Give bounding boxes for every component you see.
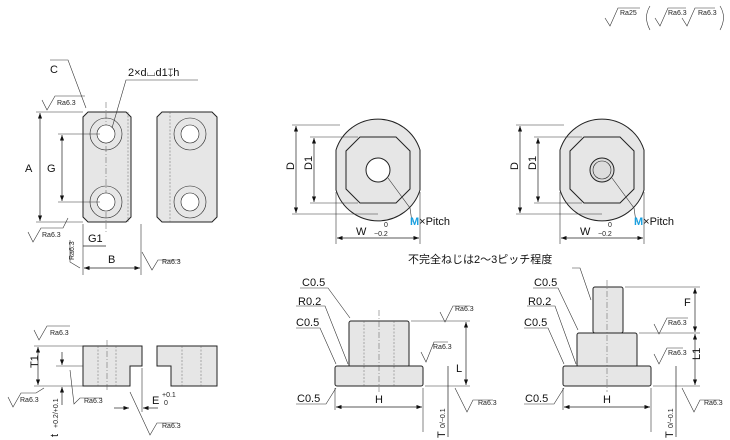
dim-W-tol-upper: 0	[384, 222, 388, 229]
roughness-mark: Ra6.3	[162, 259, 181, 266]
dim-D: D	[285, 162, 297, 170]
dim-E-tol-lower: 0	[164, 400, 168, 407]
thread-M: M	[634, 216, 643, 228]
chamfer-label: C0.5	[534, 277, 557, 289]
dim-G: G	[47, 163, 56, 175]
roughness-mark: Ra6.3	[433, 344, 452, 351]
dim-W: W	[356, 226, 367, 238]
dim-W-tol-lower: −0.2	[374, 231, 388, 238]
incomplete-thread-note: 不完全ねじは2～3ピッチ程度	[408, 252, 552, 266]
chamfer-C: C	[50, 64, 58, 76]
hole-callout: 2×d⌴d1↧h	[128, 67, 179, 79]
dim-D1: D1	[303, 156, 315, 170]
roughness-mark: Ra6.3	[69, 241, 76, 260]
dim-L1: L1	[691, 348, 703, 360]
roughness-mark: Ra6.3	[57, 100, 76, 107]
dim-G1: G1	[88, 233, 103, 245]
chamfer-label: C0.5	[525, 393, 548, 405]
roughness-mark: Ra6.3	[478, 400, 497, 407]
round-top-view-1: D D1 W 0 −0.2 M×Pitch	[285, 118, 450, 244]
plate-front-view: A G B G1 C 2×d⌴d1↧h Ra6.3 Ra6.3 Ra6.3 Ra…	[25, 59, 218, 275]
dim-T1: T1	[29, 355, 41, 368]
round-top-view-2: D D1 W 0 −0.2 M×Pitch	[509, 118, 674, 244]
dim-t: t	[49, 434, 61, 437]
roughness-legend: Ra25 Ra6.3 Ra6.3	[604, 5, 724, 31]
dim-A: A	[25, 163, 33, 175]
dim-T: T	[436, 431, 448, 438]
dim-W: W	[580, 226, 591, 238]
roughness-mark: Ra6.3	[668, 320, 687, 327]
chamfer-label: C0.5	[302, 277, 325, 289]
dim-T-tol: 0/−0.1	[668, 408, 675, 428]
dim-L: L	[456, 363, 462, 375]
thread-pitch: ×Pitch	[419, 216, 450, 228]
radius-label: R0.2	[528, 296, 551, 308]
dim-t-tolerance: +0.2/+0.1	[53, 398, 60, 428]
chamfer-label: C0.5	[297, 393, 320, 405]
dim-T-tol: 0/−0.1	[440, 408, 447, 428]
dim-W-tol-upper: 0	[608, 222, 612, 229]
dim-H: H	[375, 394, 383, 406]
side-view-2: F L1 H T 0/−0.1 C0.5 R0.2 C0.5 C0.5 Ra6.…	[524, 267, 723, 438]
roughness-mark: Ra6.3	[42, 232, 61, 239]
dim-T: T	[664, 431, 676, 438]
dim-F: F	[684, 297, 691, 309]
roughness-mark: Ra6.3	[704, 400, 723, 407]
roughness-mark: Ra6.3	[20, 397, 39, 404]
roughness-b: Ra6.3	[698, 10, 717, 17]
svg-text:M×Pitch: M×Pitch	[634, 216, 674, 228]
dim-B: B	[108, 254, 115, 266]
roughness-a: Ra6.3	[668, 10, 687, 17]
roughness-mark: Ra6.3	[50, 330, 69, 337]
chamfer-label: C0.5	[296, 317, 319, 329]
radius-label: R0.2	[298, 296, 321, 308]
svg-text:M×Pitch: M×Pitch	[410, 216, 450, 228]
dim-E: E	[152, 395, 159, 407]
dim-D: D	[509, 162, 521, 170]
dim-D1: D1	[527, 156, 539, 170]
chamfer-label: C0.5	[524, 317, 547, 329]
dim-H: H	[603, 394, 611, 406]
thread-pitch: ×Pitch	[643, 216, 674, 228]
roughness-mark: Ra6.3	[84, 398, 103, 405]
side-view-1: L H T 0/−0.1 C0.5 R0.2 C0.5 C0.5 Ra6.3 R…	[296, 277, 497, 438]
plate-side-view: T1 t +0.2/+0.1 E +0.1 0 Ra6.3 Ra6.3 Ra6.…	[7, 325, 218, 437]
roughness-mark: Ra6.3	[668, 350, 687, 357]
roughness-mark: Ra6.3	[455, 306, 474, 313]
roughness-general: Ra25	[620, 10, 637, 17]
roughness-mark: Ra6.3	[162, 423, 181, 430]
dim-W-tol-lower: −0.2	[598, 231, 612, 238]
dim-E-tol-upper: +0.1	[162, 392, 176, 399]
thread-M: M	[410, 216, 419, 228]
